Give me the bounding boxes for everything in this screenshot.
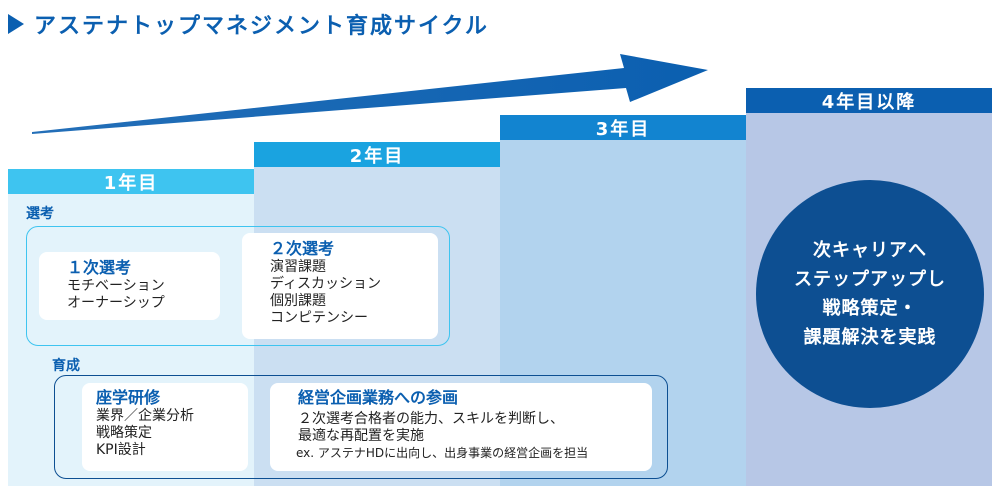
first-selection-title: １次選考	[67, 258, 132, 277]
classroom-training-line: 戦略策定	[96, 425, 152, 441]
planning-participation-card: 経営企画業務への参画 ２次選考合格者の能力、スキルを判断し、 最適な再配置を実施…	[270, 383, 652, 471]
title-triangle-icon	[8, 14, 24, 34]
goal-circle-line: 課題解決を実践	[803, 327, 937, 348]
second-selection-line: 演習課題	[270, 259, 326, 275]
classroom-training-line: KPI設計	[96, 442, 146, 458]
growth-arrow-icon	[32, 54, 708, 134]
year2-header: 2年目	[254, 142, 500, 167]
classroom-training-card: 座学研修 業界／企業分析 戦略策定 KPI設計	[82, 383, 248, 471]
classroom-training-title: 座学研修	[96, 388, 161, 407]
goal-circle-line: 次キャリアへ	[813, 240, 927, 261]
second-selection-line: ディスカッション	[270, 276, 382, 292]
goal-circle-line: ステップアップし	[794, 269, 946, 290]
first-selection-line: モチベーション	[67, 278, 165, 294]
planning-participation-line: ex. アステナHDに出向し、出身事業の経営企画を担当	[296, 446, 589, 460]
year1-label: 1年目	[103, 172, 159, 194]
year2-label: 2年目	[349, 145, 405, 167]
second-selection-title: ２次選考	[270, 239, 335, 258]
planning-participation-line: ２次選考合格者の能力、スキルを判断し、	[298, 411, 564, 427]
year4-header: 4年目以降	[746, 88, 992, 113]
year4-label: 4年目以降	[821, 91, 917, 113]
year3-header: 3年目	[500, 115, 746, 140]
second-selection-card: ２次選考 演習課題 ディスカッション 個別課題 コンピテンシー	[242, 233, 438, 339]
page-title: アステナトップマネジメント育成サイクル	[8, 8, 489, 40]
planning-participation-line: 最適な再配置を実施	[298, 428, 424, 444]
section-training-label: 育成	[52, 358, 80, 374]
year1-header: 1年目	[8, 169, 254, 194]
second-selection-line: 個別課題	[270, 293, 326, 309]
year3-label: 3年目	[595, 118, 651, 140]
first-selection-line: オーナーシップ	[67, 295, 165, 311]
goal-circle-line: 戦略策定・	[822, 298, 918, 319]
selection-group	[26, 226, 450, 346]
planning-participation-title: 経営企画業務への参画	[298, 388, 459, 407]
training-group	[54, 375, 668, 479]
section-selection-label: 選考	[26, 206, 54, 222]
classroom-training-line: 業界／企業分析	[96, 408, 194, 424]
title-text: アステナトップマネジメント育成サイクル	[34, 14, 489, 39]
goal-circle: 次キャリアへ ステップアップし 戦略策定・ 課題解決を実践	[756, 180, 984, 408]
first-selection-card: １次選考 モチベーション オーナーシップ	[39, 252, 220, 320]
second-selection-line: コンピテンシー	[270, 310, 368, 326]
